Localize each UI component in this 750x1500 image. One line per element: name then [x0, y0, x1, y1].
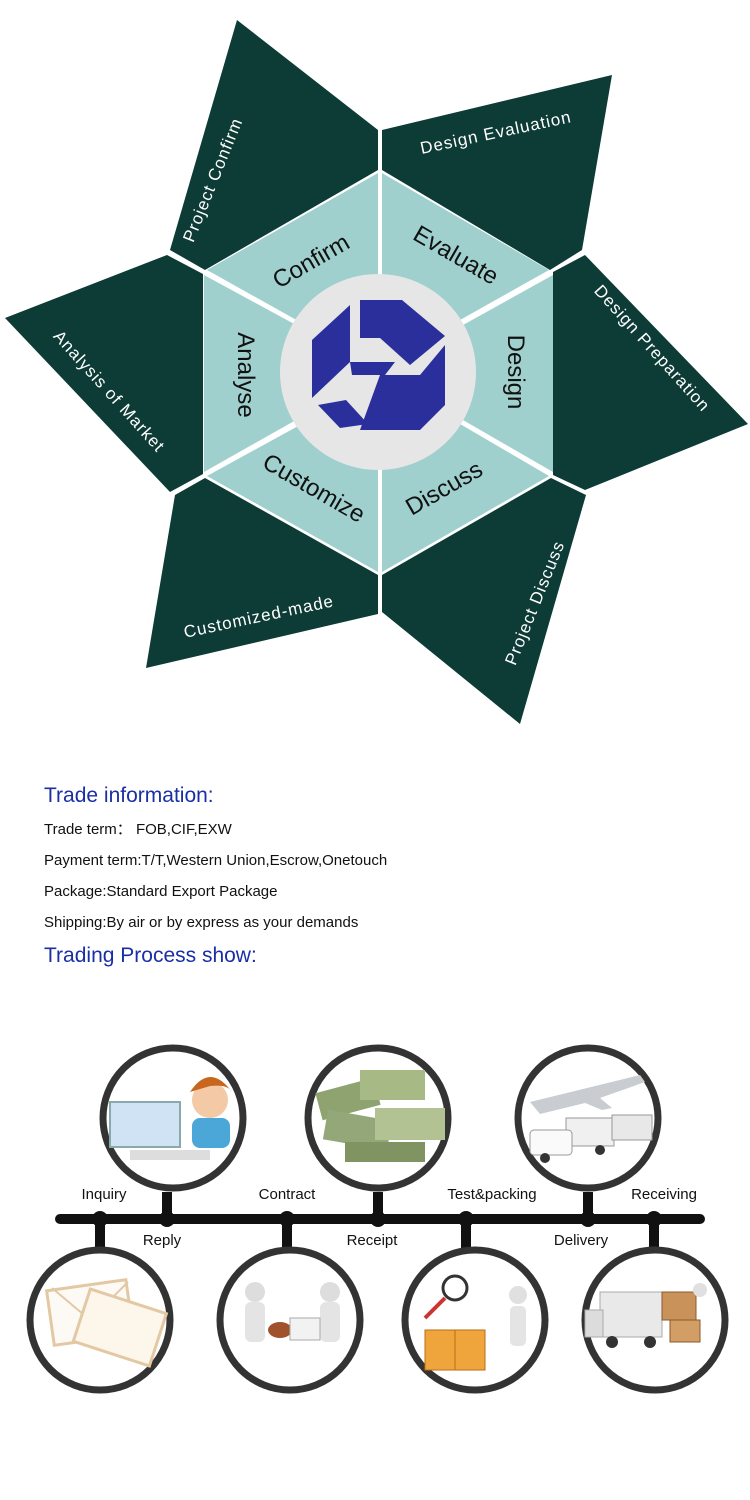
step-contract: Contract	[259, 1186, 317, 1203]
trading-process-heading: Trading Process show:	[44, 944, 257, 967]
petal-project-discuss	[382, 478, 586, 724]
trade-term: Trade term： FOB,CIF,EXW	[44, 821, 232, 838]
petal-design-preparation	[553, 255, 748, 490]
envelope-icon	[26, 1246, 174, 1394]
segment-analyse	[204, 275, 296, 472]
customer-service-icon	[99, 1044, 247, 1192]
trading-process-diagram: Inquiry Contract Test&packing Receiving …	[0, 1030, 750, 1470]
step-test-packing: Test&packing	[447, 1186, 536, 1203]
money-stack-icon	[304, 1044, 452, 1192]
package-info: Package:Standard Export Package	[44, 883, 278, 900]
step-inquiry: Inquiry	[81, 1186, 127, 1203]
segment-evaluate	[382, 173, 549, 320]
step-delivery: Delivery	[554, 1232, 609, 1249]
petal-design-evaluation	[382, 75, 612, 270]
petal-customized-made	[146, 478, 378, 668]
petal-analysis-market	[5, 255, 203, 492]
shipping-info: Shipping:By air or by express as your de…	[44, 914, 359, 931]
process-svg: Inquiry Contract Test&packing Receiving …	[26, 1044, 729, 1394]
segment-customize	[207, 425, 378, 572]
step-receipt: Receipt	[347, 1232, 399, 1249]
star-diagram-svg: Confirm Evaluate Design Discuss Customiz…	[5, 20, 748, 724]
ls-logo-icon	[312, 300, 445, 430]
inner-label-design: Design	[502, 335, 529, 410]
timeline-nodes	[92, 1192, 662, 1249]
petal-project-confirm	[170, 20, 378, 270]
inspection-pallet-icon	[401, 1246, 549, 1394]
step-receiving: Receiving	[631, 1186, 697, 1203]
segment-design	[463, 275, 553, 472]
delivery-truck-icon	[581, 1246, 729, 1394]
payment-term: Payment term:T/T,Western Union,Escrow,On…	[44, 852, 388, 869]
handshake-stamp-icon	[216, 1246, 364, 1394]
segment-discuss	[382, 424, 549, 572]
inner-label-analyse: Analyse	[232, 332, 259, 417]
trade-information-section: Trade information: Trade term： FOB,CIF,E…	[44, 784, 724, 980]
plane-truck-icon	[514, 1044, 662, 1192]
process-star-diagram: Confirm Evaluate Design Discuss Customiz…	[0, 0, 750, 740]
step-reply: Reply	[143, 1232, 182, 1249]
trade-heading: Trade information:	[44, 784, 214, 807]
